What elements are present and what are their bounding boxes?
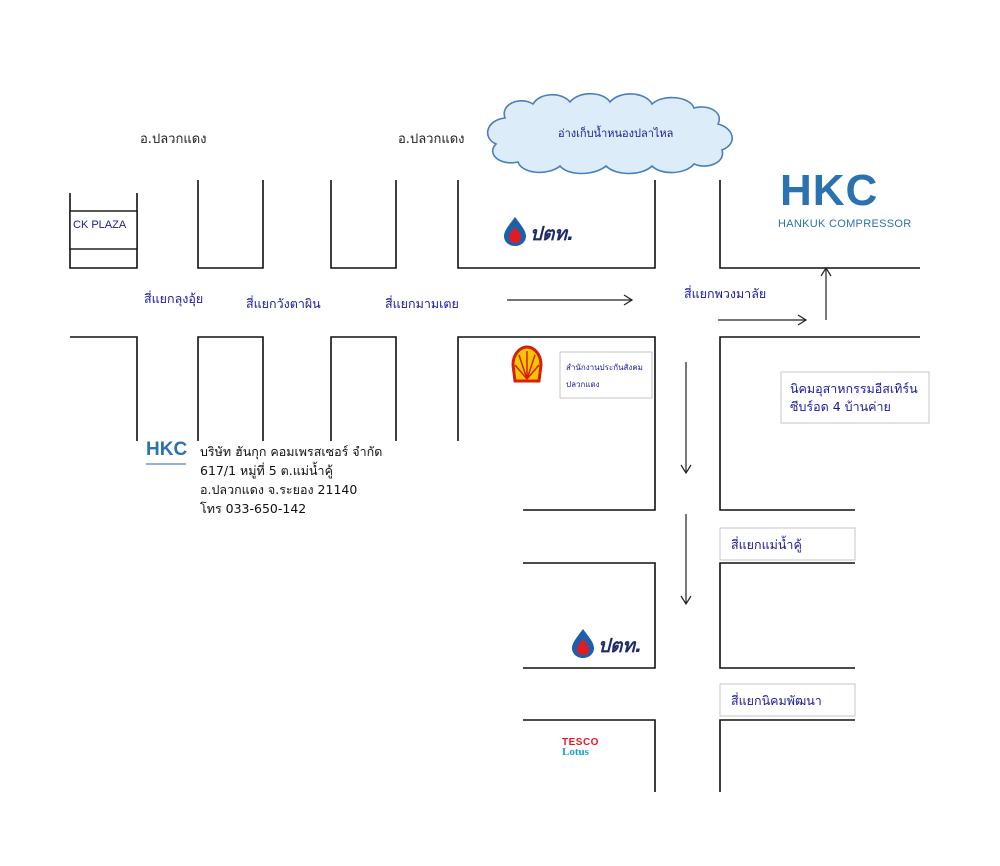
shell-icon	[511, 345, 543, 383]
junction-nikhom-phatthana: สี่แยกนิคมพัฒนา	[731, 693, 822, 708]
road-edge	[197, 180, 264, 269]
direction-arrows	[507, 266, 832, 606]
district-label-center: อ.ปลวกแดง	[398, 132, 465, 147]
road-edge	[523, 719, 656, 792]
road-edge	[70, 336, 138, 441]
hkc-logo-subtitle: HANKUK COMPRESSOR	[778, 218, 912, 230]
reservoir-cloud-icon	[486, 92, 733, 175]
junction-phuang-malai: สี่แยกพวงมาลัย	[684, 286, 767, 301]
junction-lung-ui: สี่แยกลุงอุ้ย	[144, 291, 204, 306]
social-security-line2: ปลวกแดง	[566, 380, 600, 389]
ptt-drop-icon	[504, 217, 526, 246]
road-edge	[197, 336, 264, 441]
company-address: บริษัท ฮันกุก คอมเพรสเซอร์ จำกัด 617/1 ห…	[200, 442, 382, 518]
hkc-logo-letters: HKC	[780, 166, 879, 215]
industrial-estate-line1: นิคมอุสาหกรรมอีสเทิร์น	[790, 381, 918, 396]
junction-mae-nam-khu: สี่แยกแม่น้ำคู้	[731, 537, 802, 552]
mae-nam-khu-box	[719, 527, 856, 561]
company-name: บริษัท ฮันกุก คอมเพรสเซอร์ จำกัด	[200, 444, 383, 459]
company-address-line: 617/1 หมู่ที่ 5 ต.แม่น้ำคู้	[200, 463, 333, 478]
road-edge	[330, 336, 397, 441]
nikhom-phatthana-box	[719, 683, 856, 717]
social-security-line1: สำนักงานประกันสังคม	[566, 363, 643, 372]
road-edge	[719, 336, 920, 511]
hkc-small-logo-rule	[146, 463, 186, 465]
ptt-station-label: ปตท.	[530, 223, 575, 245]
ck-plaza-box	[69, 210, 138, 250]
hkc-small-logo-letters: HKC	[146, 439, 188, 460]
tesco-text: TESCO	[562, 737, 599, 748]
road-network	[69, 180, 920, 792]
ptt-station-label: ปตท.	[598, 635, 643, 657]
junction-wang-tha-phin: สี่แยกวังตาผิน	[246, 296, 321, 311]
district-label-left: อ.ปลวกแดง	[140, 132, 207, 147]
company-address-line: อ.ปลวกแดง จ.ระยอง 21140	[200, 482, 358, 497]
junction-ma-ma-toei: สี่แยกมามเตย	[385, 296, 459, 311]
company-phone: โทร 033-650-142	[200, 501, 307, 516]
hkc-logo: HKC HANKUK COMPRESSOR	[778, 166, 911, 232]
road-edge	[719, 562, 855, 669]
ptt-drop-icon	[572, 629, 594, 658]
ck-plaza-label: CK PLAZA	[73, 219, 127, 231]
road-edge	[457, 180, 656, 269]
road-edge	[719, 719, 855, 792]
road-edge	[330, 180, 397, 269]
road-edge	[523, 562, 656, 669]
industrial-estate-line2: ซีบร์อด 4 บ้านค่าย	[790, 399, 891, 414]
industrial-estate-box	[780, 371, 930, 424]
social-security-box	[559, 351, 653, 399]
road-edge	[457, 336, 656, 511]
reservoir-label: อ่างเก็บน้ำหนองปลาไหล	[558, 127, 674, 140]
road-edge	[719, 180, 920, 269]
lotus-text: Lotus	[562, 746, 589, 758]
hkc-small-logo: HKC	[144, 439, 189, 469]
tesco-lotus-logo: TESCO Lotus	[560, 737, 600, 761]
